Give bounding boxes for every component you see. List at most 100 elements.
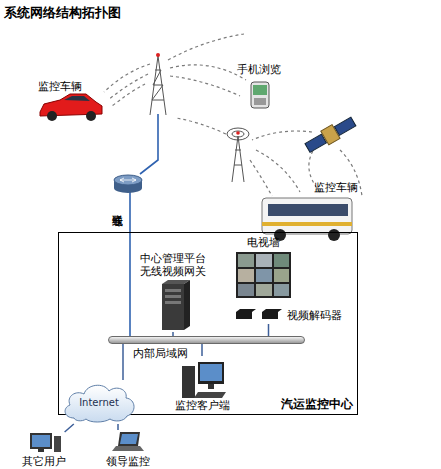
client-pc-icon bbox=[200, 364, 222, 381]
tower-icon bbox=[235, 150, 241, 151]
satellite-icon bbox=[305, 134, 326, 152]
server-icon bbox=[162, 280, 190, 330]
network-link bbox=[201, 344, 203, 356]
laptop-icon bbox=[120, 434, 138, 444]
wireless-link bbox=[112, 84, 145, 106]
decoder-icon bbox=[236, 312, 252, 319]
decoder-icon bbox=[262, 312, 278, 319]
satellite-icon bbox=[303, 115, 357, 155]
wireless-link bbox=[176, 118, 226, 134]
bus-icon bbox=[262, 198, 352, 241]
tv-wall-icon bbox=[256, 254, 272, 267]
tv-wall-icon bbox=[238, 254, 254, 267]
tower-icon bbox=[227, 128, 249, 140]
tower-icon bbox=[153, 70, 161, 85]
decoder-icon bbox=[262, 309, 282, 312]
lan-bus: 内部局域网 bbox=[108, 336, 305, 344]
user-pc-icon bbox=[30, 433, 52, 449]
device-node: 手机浏览 bbox=[230, 63, 288, 109]
node-label: 电视墙 bbox=[247, 236, 280, 249]
network-link bbox=[172, 332, 174, 336]
tv-wall-icon bbox=[274, 254, 289, 267]
device-node: 监控车辆 bbox=[262, 181, 358, 239]
user-pc-icon bbox=[30, 433, 61, 452]
tv-wall-icon bbox=[236, 252, 291, 298]
leased-line bbox=[130, 114, 158, 337]
server-icon bbox=[165, 289, 181, 292]
network-link bbox=[268, 324, 270, 336]
wireless-link bbox=[108, 74, 148, 100]
client-pc-icon bbox=[208, 384, 214, 389]
phone-icon bbox=[254, 98, 266, 105]
server-icon bbox=[184, 280, 190, 330]
client-pc-icon bbox=[182, 366, 195, 398]
tv-wall-icon bbox=[274, 269, 289, 282]
server-icon bbox=[165, 301, 181, 304]
tower-icon bbox=[232, 131, 244, 137]
device-node: 电视墙 bbox=[232, 236, 294, 300]
node-label: 领导监控 bbox=[106, 455, 150, 468]
tower-icon bbox=[234, 165, 242, 166]
node-label: 监控车辆 bbox=[314, 181, 358, 194]
node-label: 内部局域网 bbox=[133, 347, 188, 360]
bus-icon bbox=[262, 222, 352, 226]
bus-icon bbox=[328, 229, 340, 241]
device-node: 领导监控 bbox=[98, 430, 158, 468]
client-pc-icon bbox=[194, 392, 226, 398]
car-icon bbox=[64, 96, 90, 101]
network-link bbox=[117, 424, 119, 430]
user-pc-icon bbox=[32, 435, 50, 447]
node-label: Internet bbox=[79, 396, 119, 409]
wireless-link bbox=[168, 34, 244, 60]
tv-wall-icon bbox=[256, 284, 272, 296]
device-node: 其它用户 bbox=[14, 432, 74, 468]
tv-wall-icon bbox=[274, 284, 289, 296]
tower-icon bbox=[155, 70, 161, 71]
device-node: 监控客户端 bbox=[172, 356, 232, 412]
tower-icon bbox=[152, 100, 164, 101]
tower-icon bbox=[227, 128, 249, 182]
tv-wall-icon bbox=[256, 269, 272, 282]
cloud-shape bbox=[65, 385, 134, 422]
wireless-link bbox=[170, 65, 246, 80]
node-label: 视频解码器 bbox=[287, 309, 342, 322]
car-icon bbox=[86, 111, 96, 121]
car-icon bbox=[47, 111, 57, 121]
wireless-link bbox=[256, 150, 300, 192]
tower-icon bbox=[156, 53, 160, 57]
node-label: 手机浏览 bbox=[237, 63, 281, 76]
tv-wall-icon bbox=[238, 284, 254, 296]
node-label: 其它用户 bbox=[22, 455, 66, 468]
tower-icon bbox=[152, 85, 163, 100]
laptop-icon bbox=[118, 432, 140, 446]
server-icon bbox=[162, 284, 184, 330]
car-icon bbox=[40, 94, 102, 121]
network-link bbox=[65, 424, 74, 432]
satellite-icon bbox=[334, 117, 355, 135]
router-icon bbox=[114, 175, 142, 193]
decoder-icon bbox=[236, 309, 282, 319]
phone-icon bbox=[251, 82, 269, 108]
wireless-link bbox=[252, 131, 312, 140]
node-label: 监控客户端 bbox=[175, 399, 230, 412]
server-icon bbox=[165, 295, 181, 298]
laptop-icon bbox=[112, 446, 144, 451]
tower-icon bbox=[232, 136, 238, 182]
tv-wall-icon bbox=[236, 252, 291, 298]
client-pc-icon bbox=[182, 362, 226, 398]
laptop-icon bbox=[112, 432, 144, 451]
device-node: 监控车辆 bbox=[38, 80, 108, 122]
tower-icon bbox=[150, 53, 166, 115]
tv-wall-icon bbox=[238, 269, 254, 282]
network-link bbox=[122, 344, 124, 380]
leased-line bbox=[140, 114, 158, 174]
leased-line bbox=[129, 188, 131, 337]
device-node: 中心管理平台 无线视频网关 bbox=[136, 252, 210, 332]
node-label: 监控车辆 bbox=[38, 80, 82, 93]
client-pc-icon bbox=[198, 362, 224, 384]
internet-cloud: Internet bbox=[60, 380, 138, 424]
wireless-link bbox=[104, 64, 150, 92]
